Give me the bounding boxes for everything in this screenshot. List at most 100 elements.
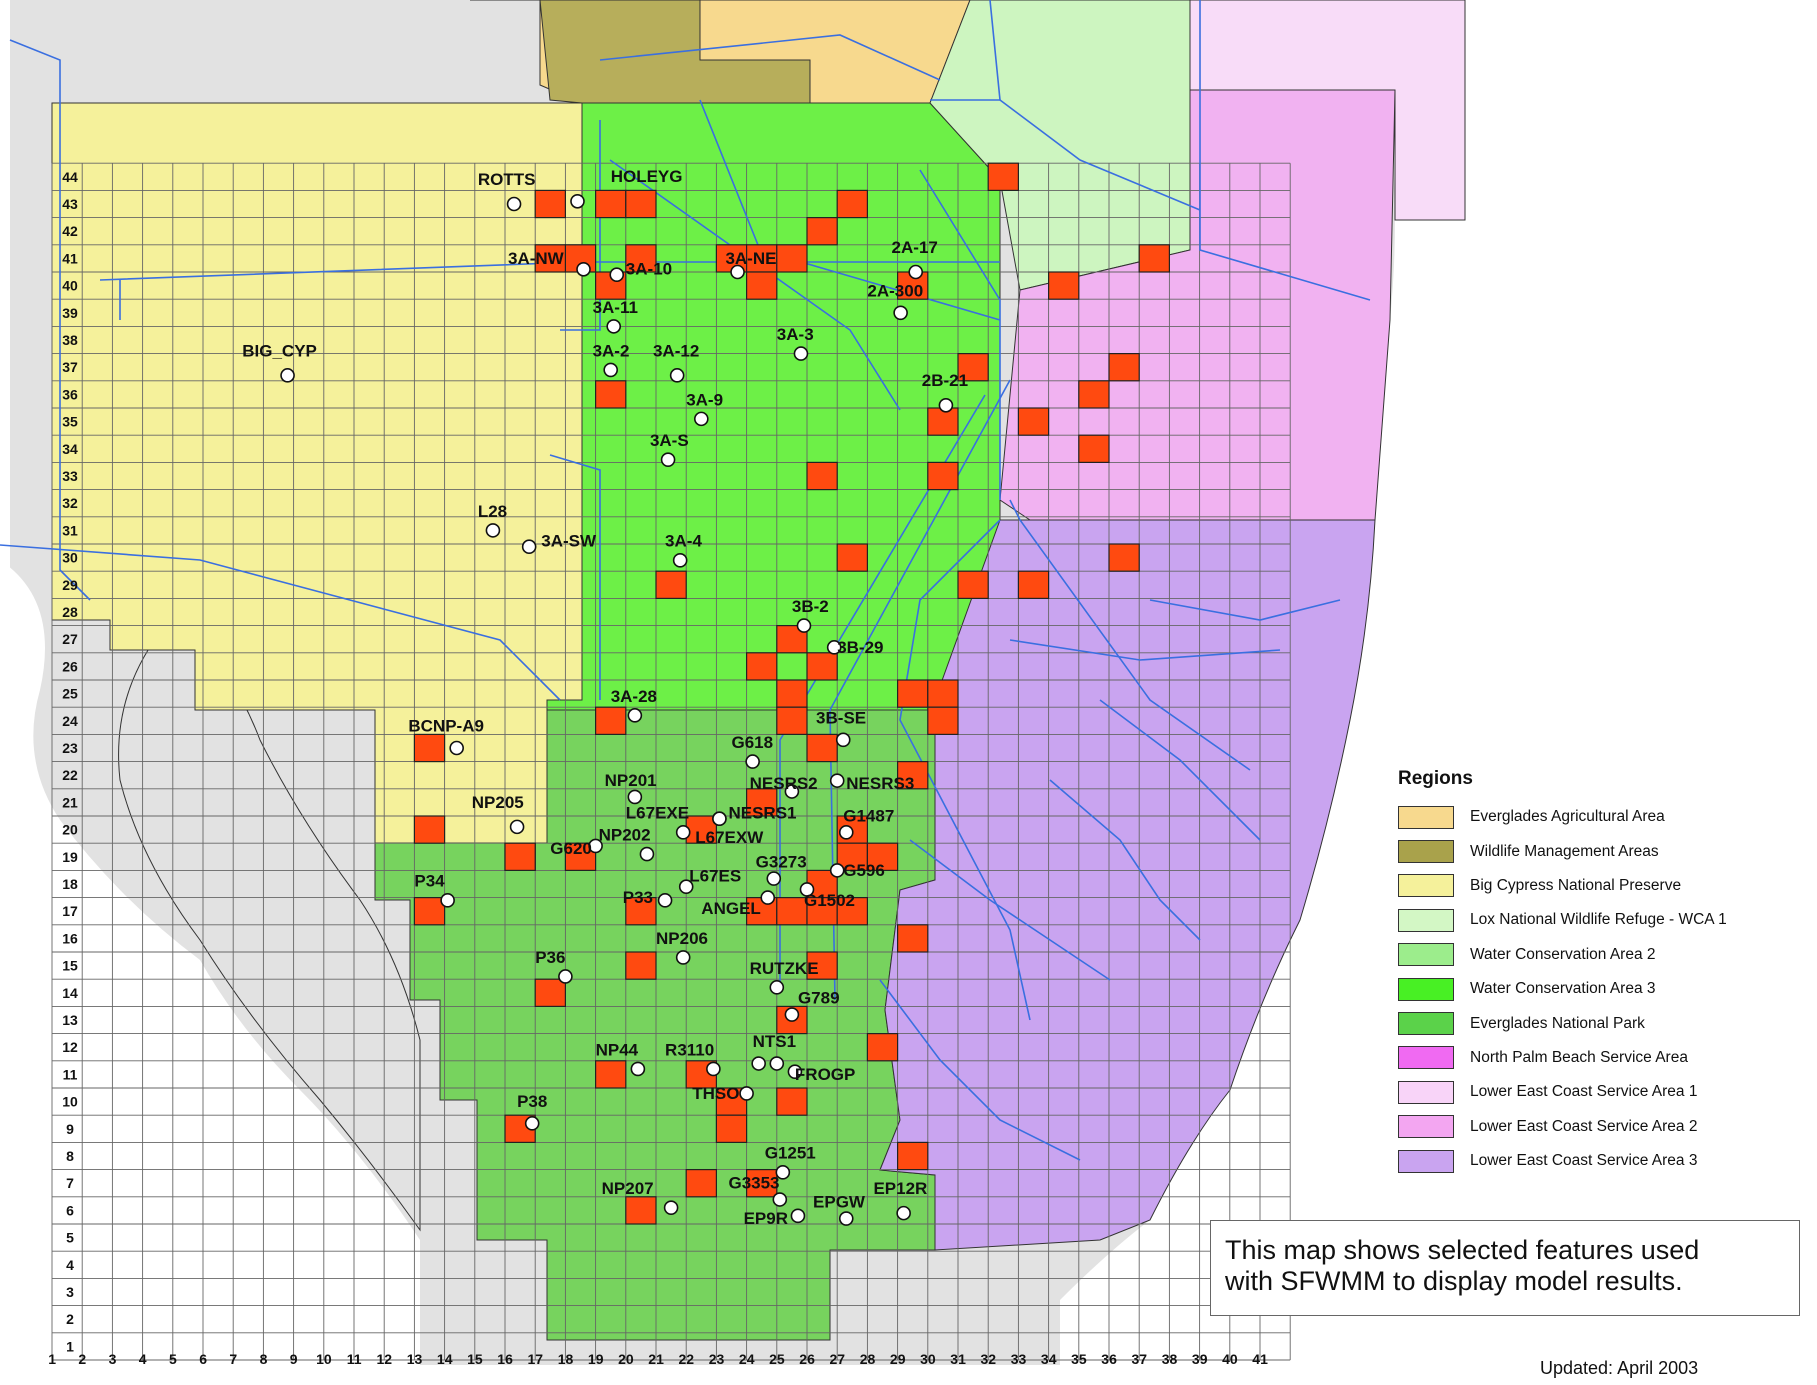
station-marker (796, 618, 812, 633)
legend-swatch (1398, 1012, 1454, 1036)
station-marker (829, 863, 845, 878)
station-label: R3110 (665, 1040, 714, 1059)
station-marker (769, 1056, 785, 1071)
map-note-line-2: with SFWMM to display model results. (1225, 1266, 1683, 1296)
highlighted-cell (927, 679, 959, 708)
y-tick-label: 19 (62, 849, 78, 865)
y-tick-label: 16 (62, 930, 78, 946)
y-tick-label: 27 (62, 631, 78, 647)
x-tick-label: 26 (799, 1351, 815, 1367)
station-marker (751, 1056, 766, 1071)
highlighted-cell (534, 244, 567, 273)
y-tick-label: 3 (66, 1284, 74, 1300)
highlighted-cell (685, 1168, 718, 1198)
station-label: G1487 (843, 806, 894, 825)
highlighted-cell (776, 1087, 808, 1116)
y-tick-label: 6 (66, 1202, 74, 1218)
y-tick-label: 41 (62, 250, 78, 266)
station-marker (627, 789, 643, 805)
station-label: G596 (843, 861, 885, 880)
legend-item: Big Cypress National Preserve (1398, 869, 1798, 903)
highlighted-cell (1017, 407, 1050, 436)
y-tick-label: 5 (66, 1230, 74, 1246)
highlighted-cell (594, 189, 627, 219)
station-marker (838, 1211, 854, 1226)
y-tick-label: 28 (62, 604, 78, 620)
x-tick-label: 30 (920, 1351, 936, 1367)
highlighted-cell (413, 733, 446, 763)
legend-item: North Palm Beach Service Area (1398, 1041, 1798, 1075)
y-axis-ticks: 1234567891011121314151617181920212223242… (62, 169, 78, 1355)
x-tick-label: 3 (109, 1351, 117, 1367)
map-note-text: This map shows selected features used wi… (1225, 1235, 1699, 1297)
station-marker (509, 819, 525, 835)
y-tick-label: 39 (62, 305, 78, 321)
x-tick-label: 6 (199, 1351, 207, 1367)
y-tick-label: 35 (62, 414, 78, 430)
station-label: NTS1 (753, 1032, 796, 1051)
y-tick-label: 12 (62, 1039, 78, 1055)
legend-label: Big Cypress National Preserve (1470, 876, 1682, 894)
station-marker (669, 368, 685, 383)
highlighted-cell (957, 353, 989, 382)
legend-item: Water Conservation Area 3 (1398, 972, 1798, 1006)
stations (280, 193, 954, 1226)
legend-swatch (1398, 1149, 1454, 1173)
x-tick-label: 39 (1192, 1351, 1208, 1367)
station-label: G3273 (756, 853, 807, 872)
station-label: G789 (798, 989, 840, 1008)
y-tick-label: 30 (62, 550, 78, 566)
y-tick-label: 32 (62, 495, 78, 511)
highlighted-cell (1017, 570, 1050, 600)
x-tick-label: 33 (1011, 1351, 1027, 1367)
station-label: NP44 (596, 1040, 639, 1059)
station-label: 3A-12 (653, 341, 699, 360)
station-marker (766, 871, 782, 886)
legend-label: Lower East Coast Service Area 3 (1470, 1152, 1698, 1170)
station-label: 3A-3 (777, 325, 814, 344)
highlighted-cell (896, 679, 929, 708)
station-label: NP205 (472, 793, 524, 812)
highlighted-cell (504, 842, 536, 872)
highlighted-cell (927, 407, 959, 436)
y-tick-label: 29 (62, 577, 78, 593)
station-label: NP207 (602, 1179, 654, 1198)
highlighted-cell (625, 244, 657, 273)
station-label: G620 (550, 839, 592, 858)
x-tick-label: 24 (739, 1351, 755, 1367)
station-marker (657, 893, 673, 908)
x-tick-label: 17 (528, 1351, 544, 1367)
highlighted-cells (413, 162, 1170, 1225)
y-tick-label: 2 (66, 1311, 74, 1327)
y-tick-label: 17 (62, 903, 78, 919)
station-marker (826, 640, 842, 655)
station-marker (799, 882, 815, 897)
station-label: P38 (517, 1092, 547, 1111)
highlighted-cell (806, 951, 838, 980)
highlighted-cell (625, 951, 657, 980)
station-label: P34 (414, 872, 445, 891)
station-label: 2B-21 (922, 371, 968, 390)
station-marker (675, 950, 691, 965)
station-marker (521, 539, 537, 555)
legend-swatch (1398, 1080, 1454, 1104)
station-label: BCNP-A9 (408, 717, 484, 736)
x-tick-label: 29 (890, 1351, 906, 1367)
y-tick-label: 40 (62, 278, 78, 294)
x-tick-label: 41 (1252, 1351, 1268, 1367)
highlighted-cell (806, 461, 838, 491)
station-label: 3A-SW (541, 532, 597, 551)
station-label: G1502 (804, 891, 855, 910)
station-marker (639, 846, 655, 862)
legend-swatch (1398, 840, 1454, 864)
legend-swatch (1398, 1046, 1454, 1070)
y-tick-label: 44 (62, 169, 78, 185)
highlighted-cell (896, 760, 929, 790)
station-marker (739, 1086, 754, 1101)
highlighted-cell (1138, 244, 1170, 273)
station-label: P36 (535, 948, 565, 967)
station-label: L28 (478, 502, 507, 521)
legend-label: Wildlife Management Areas (1470, 842, 1659, 860)
station-marker (588, 838, 603, 854)
